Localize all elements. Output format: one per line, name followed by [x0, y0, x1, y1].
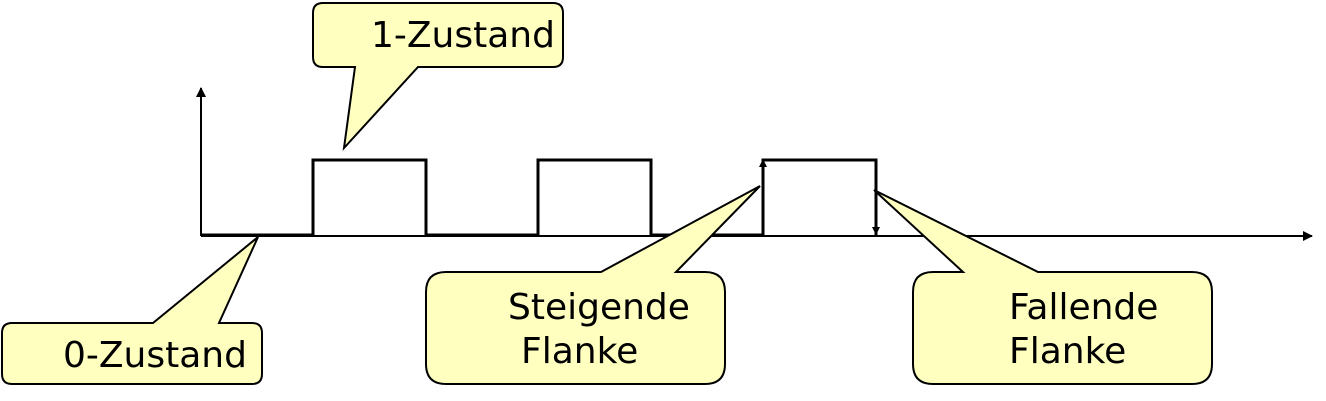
callout-rising-edge-label-line1: Steigende	[508, 287, 690, 328]
callout-zero-state-label: 0-Zustand	[63, 335, 247, 376]
callout-zero-state-bubble	[1, 236, 263, 385]
callout-falling-edge-bubble	[873, 189, 1213, 385]
callout-rising-edge-label-line2: Flanke	[521, 331, 639, 372]
callout-one-state-label: 1-Zustand	[371, 15, 555, 56]
callout-falling-edge-label-line1: Fallende	[1009, 287, 1159, 328]
callout-one-state-bubble	[312, 2, 564, 152]
callout-rising-edge-bubble	[425, 185, 761, 385]
callout-falling-edge-label-line2: Flanke	[1009, 331, 1127, 372]
square-wave-signal	[201, 158, 878, 237]
